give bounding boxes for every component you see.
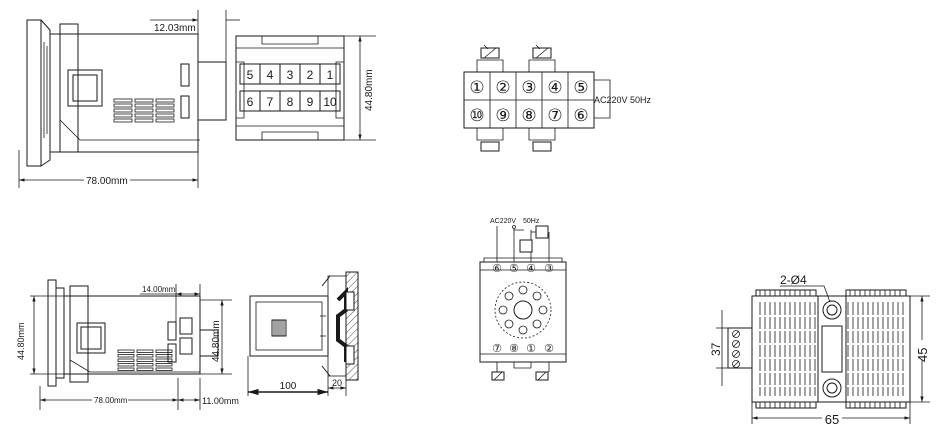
- pin-label: ⑤: [573, 78, 588, 97]
- terminal-block-bottom: [239, 90, 341, 112]
- dim-depth-label: 12.03mm: [154, 23, 196, 34]
- vent-slots: [113, 98, 175, 123]
- pin-label: ⑧: [521, 106, 536, 125]
- front-view: 12.03mm 78.00mm: [18, 10, 240, 188]
- pin-label: ②: [495, 78, 510, 97]
- dim-terminal-label: 11.00mm: [202, 396, 239, 406]
- relay-profile: [249, 295, 329, 357]
- hole-callout: 2-Ø4: [780, 273, 807, 287]
- pin-label: ②: [544, 343, 554, 355]
- dim-length-label: 78.00mm: [94, 396, 128, 405]
- pin-label: ⑥: [573, 106, 588, 125]
- supply-label: AC220V: [490, 218, 516, 225]
- display-window: [76, 322, 106, 354]
- dim-100-label: 100: [280, 381, 297, 392]
- terminal-number: 1: [327, 68, 334, 82]
- label-stripes: [271, 319, 287, 337]
- wiring-diagram-10pin: ① ② ③ ④ ⑤ ⑩ ⑨ ⑧ ⑦ ⑥ AC220V 50Hz: [463, 44, 652, 152]
- pin-label: ⑩: [469, 106, 484, 125]
- pin-label: ⑧: [509, 343, 519, 355]
- din-rail-view: 100 20: [247, 271, 359, 396]
- fins-top: [755, 289, 907, 297]
- terminal-number: 7: [267, 95, 274, 109]
- heatsink-view: 2-Ø4 37 45 65: [709, 273, 930, 427]
- spring-clip: [336, 287, 348, 362]
- terminal-number: 2: [307, 68, 314, 82]
- dim-20-label: 20: [332, 378, 342, 388]
- pin-label: ①: [469, 78, 484, 97]
- panel-bracket: [26, 19, 42, 167]
- contact-symbol-bottom: [476, 128, 556, 152]
- relay-coil: [519, 239, 533, 253]
- mount-hole-bottom: [822, 378, 842, 398]
- dim-height-label: 44.80mm: [364, 69, 375, 111]
- pin-circle: [494, 281, 552, 339]
- contact-symbol-top: [476, 44, 556, 72]
- connector-lower: [180, 95, 190, 119]
- dim-depth-label: 14.00mm: [142, 285, 176, 294]
- terminal-number: 10: [323, 95, 337, 109]
- pin-label: ③: [544, 263, 554, 275]
- display-window: [67, 69, 103, 107]
- freq-label: 50Hz: [523, 218, 540, 225]
- connector-upper: [180, 63, 190, 87]
- socket-diagram-8pin: AC220V 50Hz ⑥ ⑤ ④ ③ ⑦ ⑧ ① ②: [479, 218, 567, 381]
- pin-label: ④: [547, 78, 562, 97]
- terminal-number: 5: [247, 68, 254, 82]
- pin-label: ⑦: [492, 343, 502, 355]
- dim-65-label: 65: [825, 412, 839, 427]
- terminal-end-view: 5 4 3 2 1 6 7 8 9 10 44.80mm: [235, 35, 376, 141]
- dim-37-label: 37: [709, 342, 723, 356]
- pin-label: ④: [526, 263, 536, 275]
- pin-label: ①: [526, 343, 536, 355]
- vent-slots: [117, 349, 173, 371]
- terminal-number: 4: [267, 68, 274, 82]
- terminal-number: 8: [287, 95, 294, 109]
- pin-label: ⑨: [495, 106, 510, 125]
- side-view: 44.80mm 14.00mm 44.80mm 78.00mm 11.00mm: [14, 279, 239, 410]
- fins-bottom: [755, 401, 907, 409]
- socket-body: [479, 261, 567, 363]
- relay-body: [49, 33, 199, 153]
- dim-45-label: 45: [915, 348, 930, 362]
- supply-label: AC220V 50Hz: [594, 95, 652, 105]
- pin-label: ⑦: [547, 106, 562, 125]
- mount-hole-top: [822, 300, 842, 320]
- terminal-number: 6: [247, 95, 254, 109]
- dim-height-left: 44.80mm: [16, 322, 26, 360]
- terminal-block-top: [239, 63, 341, 85]
- pin-label: ⑥: [492, 263, 502, 275]
- relay-body: [63, 295, 201, 375]
- terminal-number: 9: [307, 95, 314, 109]
- fin-columns: [756, 302, 906, 396]
- dim-length-label: 78.00mm: [86, 176, 128, 187]
- pin-label: ⑤: [509, 263, 519, 275]
- pin-label: ③: [521, 78, 536, 97]
- terminal-number: 3: [287, 68, 294, 82]
- dim-height-right: 44.80mm: [211, 320, 222, 362]
- terminal-housing: [235, 35, 345, 141]
- terminal-screws: [727, 327, 753, 369]
